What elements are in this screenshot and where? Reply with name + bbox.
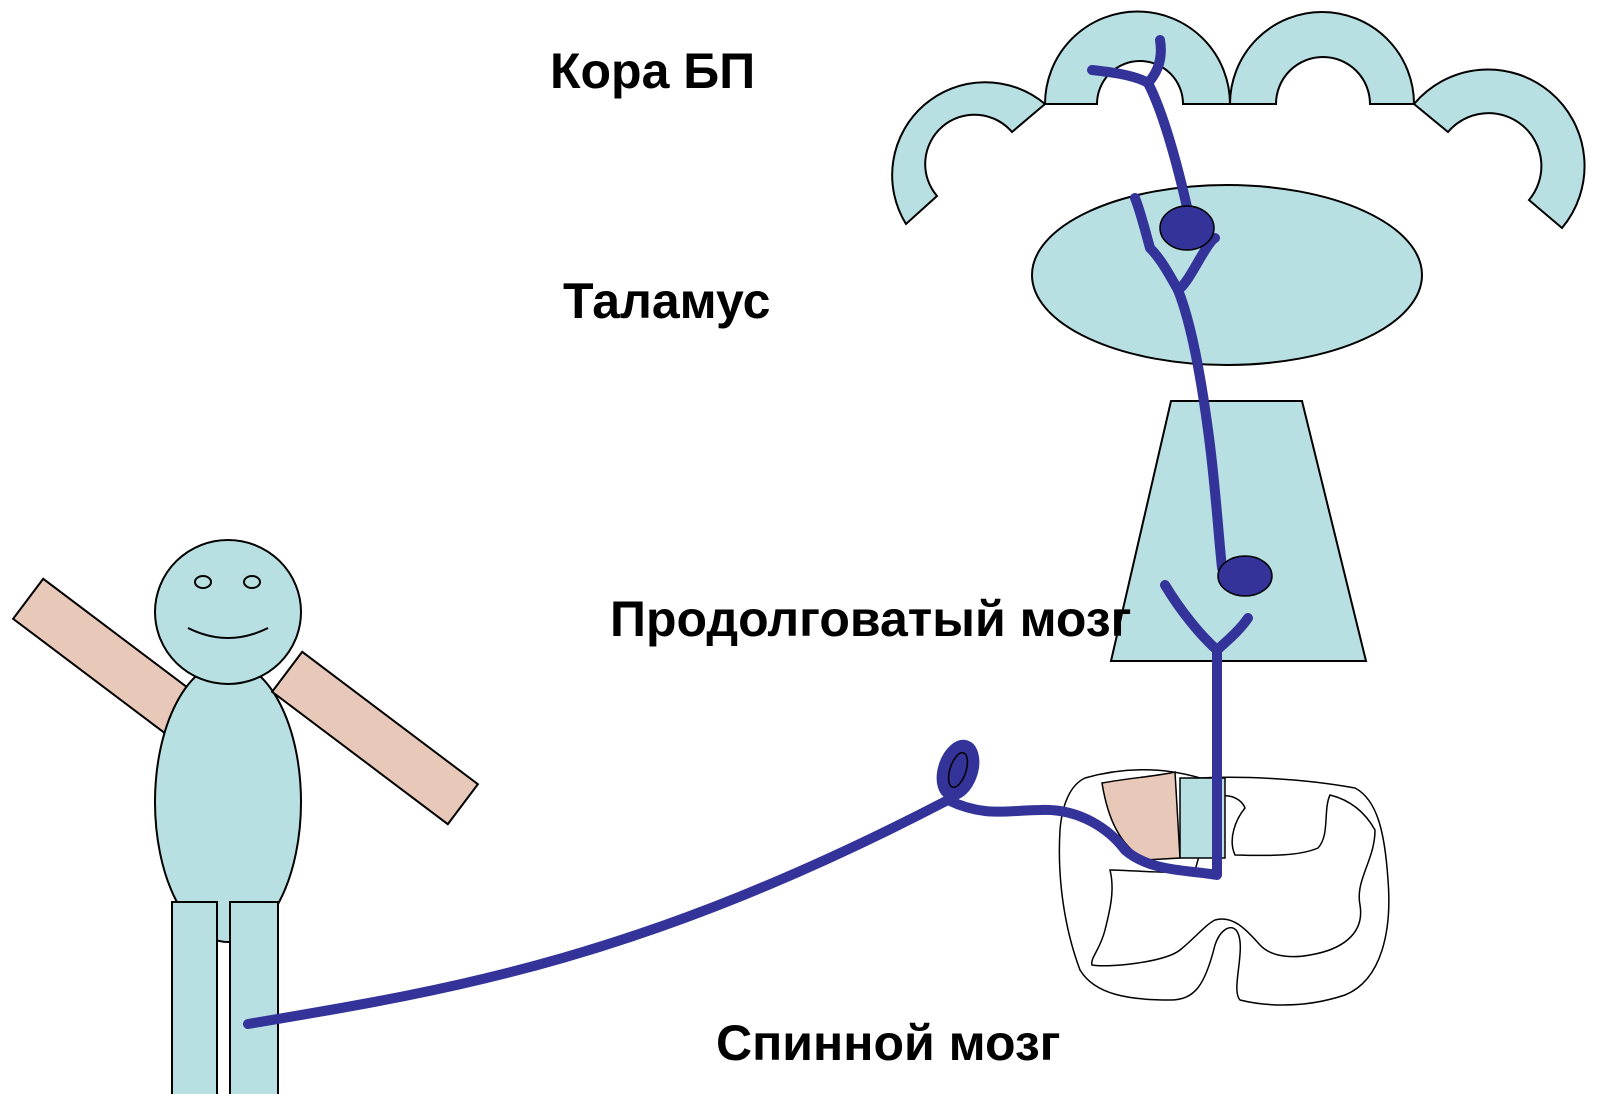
label-medulla: Продолговатый мозг bbox=[610, 594, 1131, 644]
cortex-arch-1 bbox=[1045, 12, 1230, 105]
cortex-arch-4 bbox=[1414, 69, 1585, 228]
label-spinal-cord: Спинной мозг bbox=[716, 1018, 1061, 1068]
thalamus-nucleus-cell bbox=[1160, 206, 1214, 250]
person-right-eye bbox=[244, 576, 260, 588]
label-cortex: Кора БП bbox=[550, 46, 755, 96]
medulla-shape bbox=[1111, 401, 1366, 661]
medulla-nucleus-cell bbox=[1218, 556, 1272, 596]
spinal-cord-section bbox=[1059, 770, 1388, 1005]
cortex-arch-3 bbox=[892, 82, 1045, 224]
label-thalamus: Таламус bbox=[563, 276, 770, 326]
person-head bbox=[155, 540, 301, 684]
thalamus-shape bbox=[1032, 185, 1422, 365]
person-right-arm bbox=[272, 652, 478, 824]
first-order-neuron-peripheral bbox=[248, 800, 948, 1024]
person-left-leg bbox=[172, 902, 217, 1094]
person-left-eye bbox=[195, 576, 211, 588]
person-torso bbox=[155, 662, 301, 942]
cortex-arch-2 bbox=[1230, 12, 1414, 104]
person-figure bbox=[13, 540, 478, 1094]
person-right-leg bbox=[230, 902, 278, 1094]
